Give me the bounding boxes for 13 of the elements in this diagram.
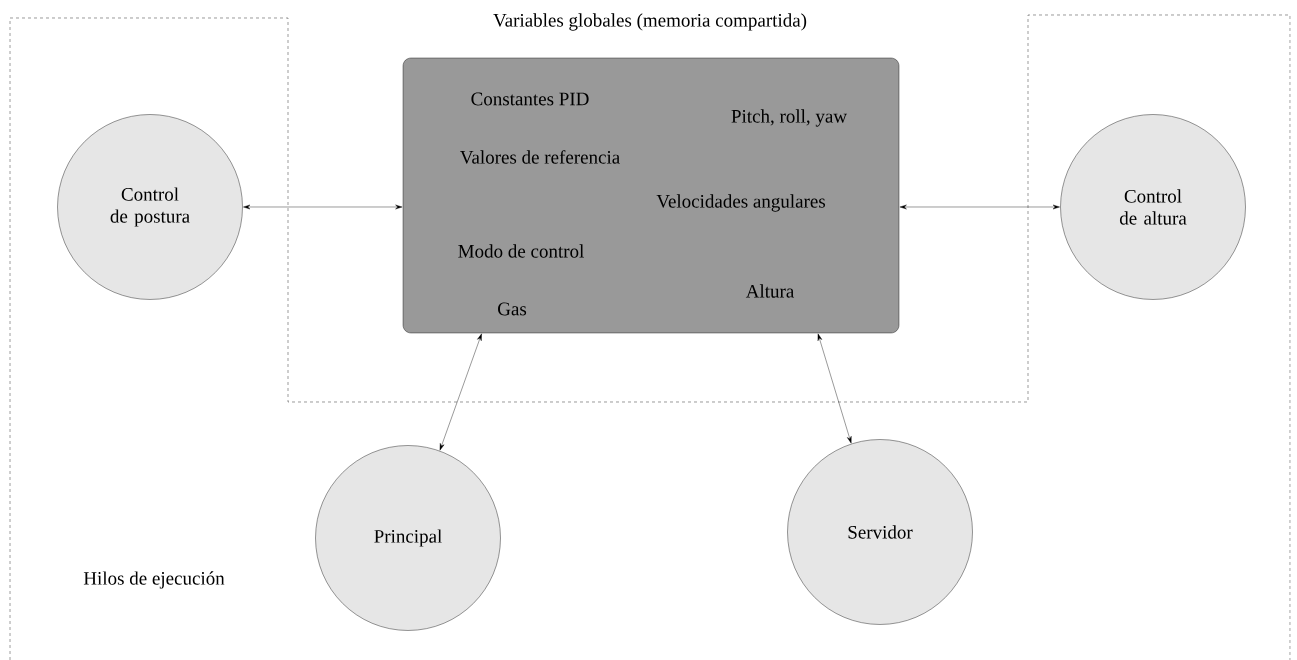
arrow: [817, 333, 852, 444]
variable-label: Altura: [745, 284, 794, 298]
variable-label: Modo de control: [458, 244, 584, 258]
region-title: Variables globales (memoria compartida): [493, 13, 807, 31]
variable-label: Velocidades angulares: [656, 194, 825, 212]
variable-label: Valores de referencia: [460, 150, 620, 164]
region-title: Hilos de ejecución: [83, 571, 225, 589]
variable-label: Constantes PID: [471, 92, 589, 106]
variable-label: Pitch, roll, yaw: [731, 109, 847, 127]
arrow: [439, 333, 482, 451]
arrow: [243, 204, 403, 210]
variable-label: Gas: [498, 302, 527, 316]
arrow: [899, 204, 1060, 210]
